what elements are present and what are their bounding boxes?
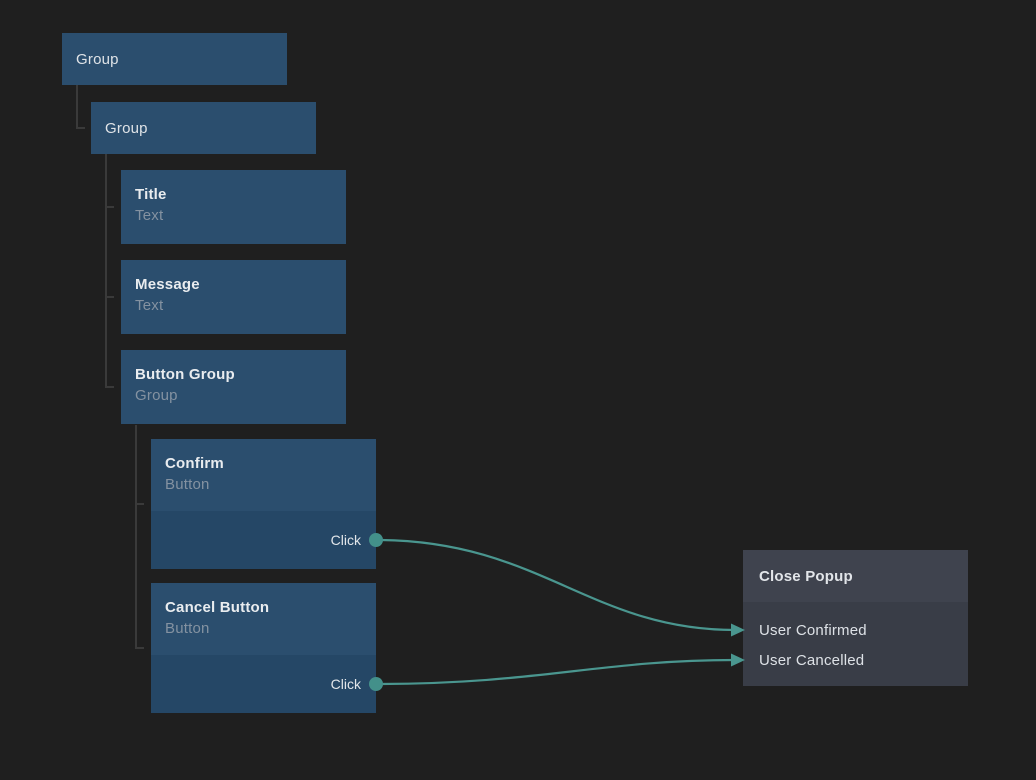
- node-head: Message Text: [121, 260, 346, 316]
- action-node-body: User Confirmed User Cancelled: [743, 602, 968, 686]
- input-port-user-confirmed[interactable]: User Confirmed: [743, 615, 968, 645]
- node-group-root[interactable]: Group: [62, 33, 287, 85]
- port-label: Click: [330, 532, 361, 548]
- node-head: Title Text: [121, 170, 346, 226]
- input-port-user-cancelled[interactable]: User Cancelled: [743, 645, 968, 675]
- node-type-label: Text: [135, 207, 164, 224]
- port-label: User Cancelled: [759, 651, 865, 669]
- node-label: Cancel Button: [165, 599, 270, 616]
- tree-line-vertical: [76, 85, 78, 129]
- node-type-label: Group: [135, 387, 178, 404]
- node-close-popup[interactable]: Close Popup User Confirmed User Cancelle…: [743, 550, 968, 686]
- tree-line-elbow: [105, 386, 114, 388]
- node-type-label: Button: [165, 476, 210, 493]
- node-label: Close Popup: [759, 567, 853, 585]
- connection-cancel-click-to-user-cancelled[interactable]: [375, 658, 736, 686]
- node-cancel-button[interactable]: Cancel Button Button Click: [151, 583, 376, 713]
- node-title-text[interactable]: Title Text: [121, 170, 346, 244]
- node-type-label: Text: [135, 297, 164, 314]
- node-label: Message: [135, 276, 200, 293]
- port-label: Click: [330, 676, 361, 692]
- tree-line-elbow: [105, 206, 114, 208]
- tree-line-elbow: [135, 503, 144, 505]
- connection-confirm-click-to-user-confirmed[interactable]: [375, 538, 736, 632]
- tree-line-elbow: [76, 127, 85, 129]
- node-group-child[interactable]: Group: [91, 102, 316, 154]
- node-head: Cancel Button Button: [151, 583, 376, 655]
- node-label: Title: [135, 186, 167, 203]
- node-confirm-button[interactable]: Confirm Button Click: [151, 439, 376, 569]
- tree-line-vertical: [105, 154, 107, 388]
- tree-line-elbow: [135, 647, 144, 649]
- node-type-label: Button: [165, 620, 210, 637]
- node-head: Confirm Button: [151, 439, 376, 511]
- action-node-header: Close Popup: [743, 550, 968, 602]
- node-label: Group: [76, 50, 119, 68]
- node-message-text[interactable]: Message Text: [121, 260, 346, 334]
- port-label: User Confirmed: [759, 621, 867, 639]
- node-head: Button Group Group: [121, 350, 346, 406]
- node-label: Confirm: [165, 455, 224, 472]
- node-label: Group: [105, 119, 148, 137]
- node-label: Button Group: [135, 366, 235, 383]
- tree-line-vertical: [135, 425, 137, 649]
- node-button-group[interactable]: Button Group Group: [121, 350, 346, 424]
- confirm-click-port[interactable]: Click: [151, 511, 376, 569]
- tree-line-elbow: [105, 296, 114, 298]
- cancel-click-port[interactable]: Click: [151, 655, 376, 713]
